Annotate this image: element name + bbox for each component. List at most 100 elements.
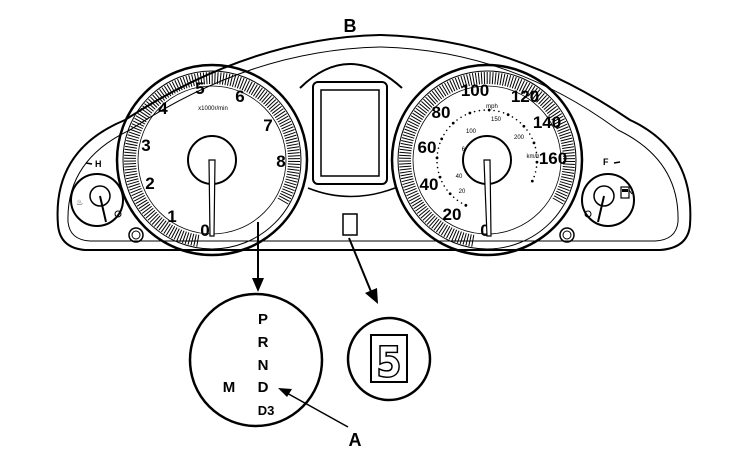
tick-mark — [418, 106, 427, 113]
kmh-scale-dot — [535, 171, 537, 173]
tick-mark — [539, 95, 547, 104]
gear-position-m: M — [223, 379, 236, 396]
fuel-full-mark — [614, 162, 620, 163]
kmh-scale-dot — [464, 204, 467, 207]
tick-mark — [562, 172, 574, 174]
kmh-scale-dot — [440, 137, 443, 140]
speedometer-inner-number: 100 — [466, 129, 477, 135]
tick-mark — [172, 227, 178, 238]
tachometer-number: 8 — [276, 152, 285, 171]
gear-position-d3: D3 — [258, 403, 275, 418]
callout-a-leader — [285, 392, 348, 427]
kmh-scale-dot — [533, 141, 536, 144]
digital-gear-inset: 5 — [348, 318, 430, 400]
tick-mark — [400, 174, 412, 176]
tick-mark — [553, 198, 563, 204]
speedometer-number: 120 — [511, 87, 539, 106]
tick-mark — [434, 221, 441, 231]
kmh-scale-dot — [438, 147, 440, 149]
callout-label-b: B — [344, 16, 357, 36]
tick-mark — [249, 83, 255, 93]
gear-position-d: D — [258, 379, 269, 396]
tick-mark — [500, 73, 502, 85]
arrow-to-gear-indicator-head — [252, 278, 264, 292]
tick-mark — [399, 164, 411, 165]
tick-mark — [417, 206, 427, 213]
tick-mark — [562, 174, 574, 176]
tachometer: x1000r/min 0 1 2 3 4 5 6 7 8 — [117, 65, 307, 255]
tick-mark — [286, 179, 298, 182]
tick-mark — [425, 214, 433, 223]
tick-mark — [277, 114, 287, 120]
kmh-scale-dot — [446, 130, 448, 132]
tick-mark — [222, 73, 224, 85]
tick-mark — [134, 195, 145, 201]
tick-mark — [288, 164, 300, 165]
left-trip-knob-inner — [132, 231, 140, 239]
temperature-warning-icon: ♨ — [76, 198, 83, 207]
speedometer-number: 20 — [443, 205, 462, 224]
tick-mark — [125, 171, 137, 173]
tick-mark — [429, 217, 437, 226]
kmh-scale-dot — [465, 114, 467, 116]
tick-mark — [415, 204, 425, 211]
tick-mark — [227, 74, 229, 86]
speedometer: mph km/h 20 40 60 100 150 200 0 20 40 60… — [392, 65, 582, 255]
tick-mark — [169, 226, 175, 236]
tick-mark — [546, 104, 555, 112]
tick-mark — [400, 146, 412, 148]
tick-mark — [220, 72, 221, 84]
tick-mark — [260, 91, 268, 100]
tick-mark — [253, 86, 260, 96]
kmh-scale-dot — [536, 152, 538, 154]
tick-mark — [421, 210, 430, 218]
tick-mark — [401, 141, 413, 144]
tick-mark — [287, 172, 299, 174]
tick-mark — [286, 138, 298, 141]
kmh-scale-dot — [437, 152, 439, 154]
tick-mark — [411, 116, 421, 122]
tick-mark — [544, 102, 553, 110]
tick-mark — [401, 143, 413, 145]
tick-mark — [419, 208, 428, 216]
kmh-scale-dot — [468, 112, 471, 115]
temperature-hot-mark — [86, 163, 92, 164]
tick-mark — [505, 74, 508, 86]
kmh-scale-dot — [535, 147, 537, 149]
tick-mark — [136, 116, 146, 122]
tick-mark — [502, 74, 504, 86]
tick-mark — [401, 176, 413, 179]
gear-position-n: N — [258, 357, 269, 374]
speedometer-inner-unit-label: km/h — [526, 154, 539, 160]
tick-mark — [416, 108, 426, 115]
tick-mark — [400, 169, 412, 170]
tachometer-number: 4 — [158, 99, 168, 118]
tick-mark — [152, 216, 160, 225]
tick-mark — [262, 93, 270, 102]
tick-mark — [399, 166, 411, 167]
tick-mark — [441, 225, 447, 235]
kmh-scale-dot — [453, 196, 455, 198]
center-display-lower-arc — [308, 188, 395, 197]
kmh-scale-dot — [461, 202, 463, 204]
tick-mark — [139, 111, 149, 118]
center-display-screen — [321, 90, 379, 176]
tick-mark — [439, 224, 446, 234]
tick-mark — [497, 73, 499, 85]
tick-mark — [287, 174, 299, 176]
kmh-scale-dot — [443, 185, 445, 187]
tick-mark — [432, 91, 439, 100]
tick-mark — [159, 221, 166, 231]
tick-mark — [278, 116, 288, 122]
tachometer-number: 7 — [263, 116, 272, 135]
kmh-scale-dot — [439, 176, 442, 179]
tachometer-number: 2 — [145, 174, 154, 193]
tick-mark — [423, 212, 432, 220]
tick-mark — [258, 90, 265, 100]
tick-mark — [554, 196, 565, 202]
tick-mark — [447, 82, 452, 93]
tick-mark — [286, 177, 298, 180]
speedometer-inner-number: 200 — [514, 135, 525, 141]
tick-mark — [287, 169, 299, 170]
fuel-gauge: F — [582, 157, 634, 226]
